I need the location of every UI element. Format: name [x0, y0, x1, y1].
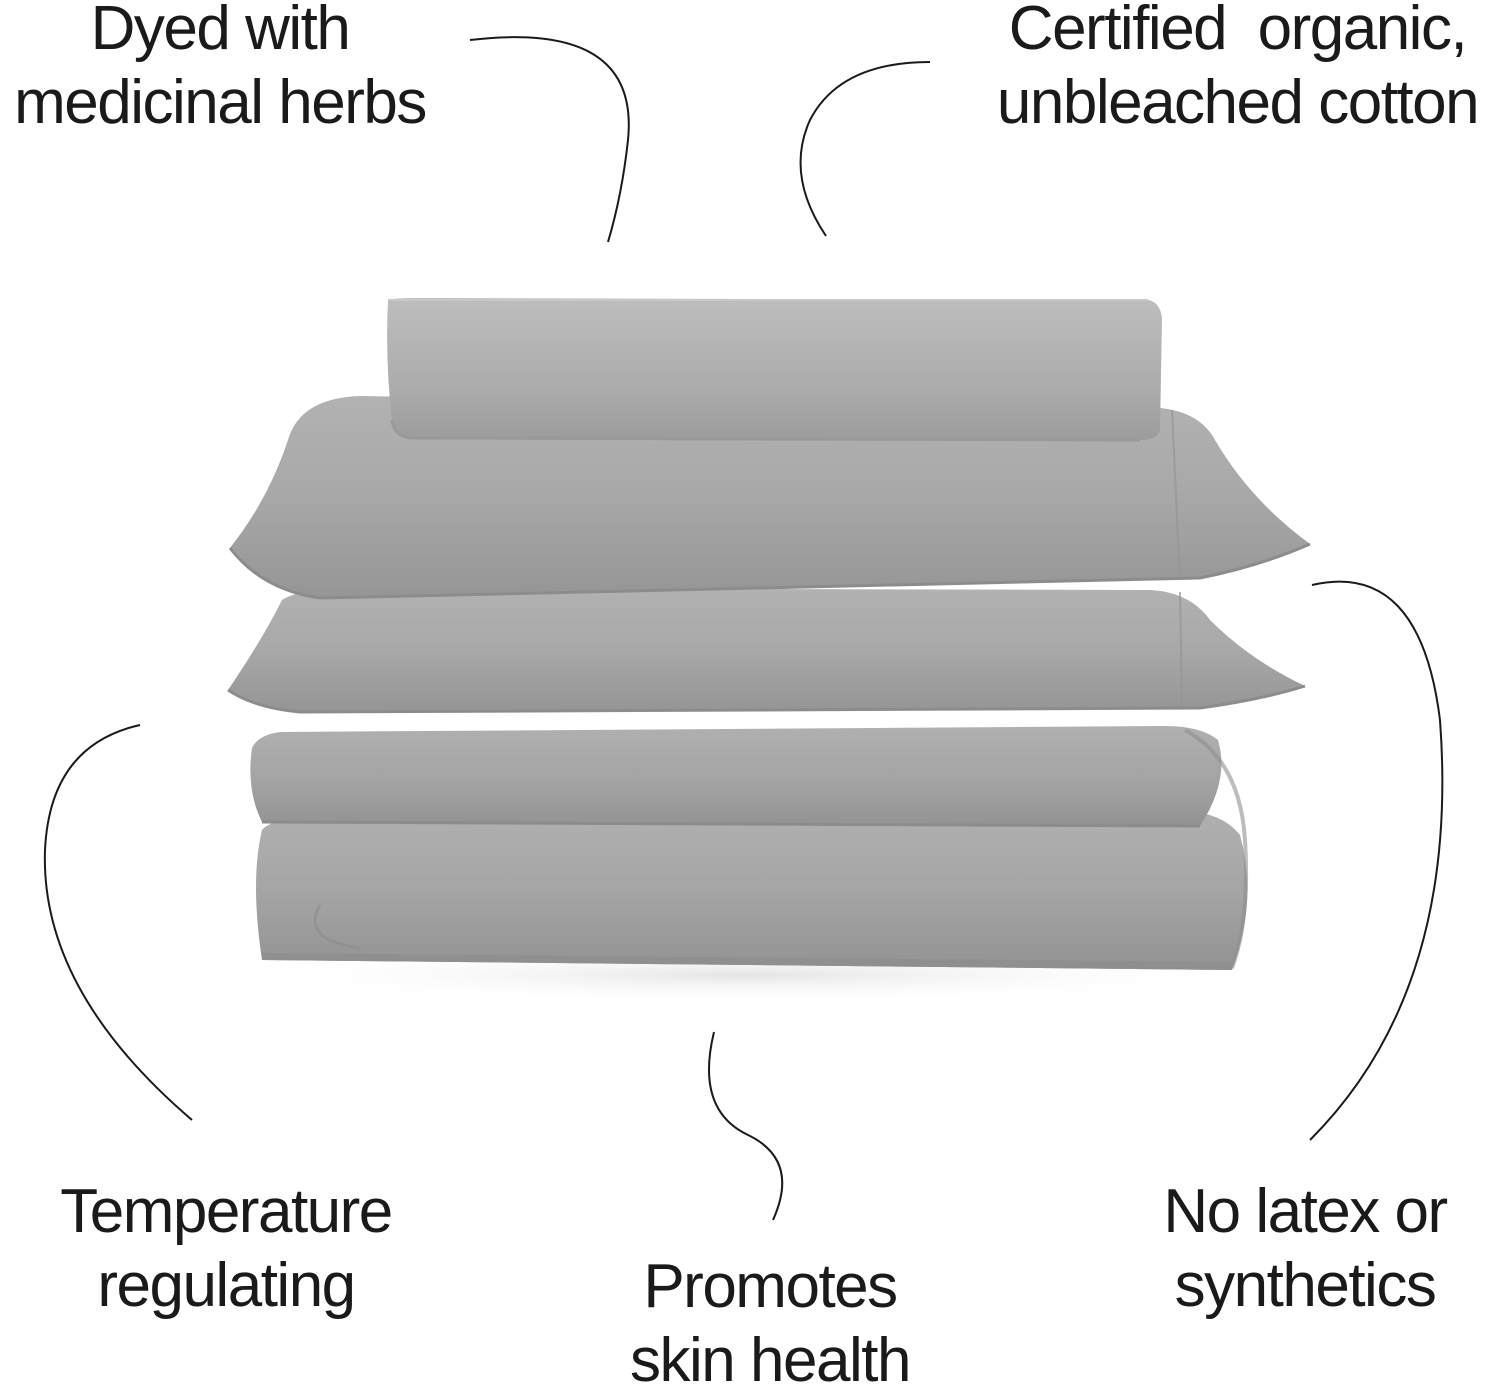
organic-connector-line [799, 61, 931, 237]
callout-temperature-line1: Temperature [60, 1177, 393, 1246]
callout-organic-line2: unbleached cotton [996, 68, 1480, 138]
callout-organic-line1: Certified organic, [1008, 0, 1468, 63]
temperature-connector-line [43, 724, 193, 1121]
latex-connector-line [1309, 580, 1444, 1141]
callout-latex-line1: No latex or [1163, 1177, 1448, 1246]
folded-duvet [250, 725, 1249, 970]
callout-lines [43, 36, 1444, 1221]
lower-pillowcase [227, 588, 1306, 714]
upper-pillowcase [228, 396, 1311, 600]
folded-sheet [387, 298, 1163, 442]
callout-herbs-line1: Dyed with [90, 0, 351, 63]
callout-temperature-line2: regulating [97, 1251, 356, 1321]
skin-connector-line [708, 1031, 784, 1221]
callout-herbs: Dyed with medicinal herbs [0, 0, 440, 141]
callout-organic: Certified organic, unbleached cotton [975, 0, 1500, 141]
herbs-connector-line [469, 36, 630, 243]
callout-temperature: Temperature regulating [40, 1175, 412, 1324]
callout-skin-line1: Promotes [643, 1252, 898, 1321]
callout-herbs-line2: medicinal herbs [14, 68, 427, 138]
callout-skin: Promotes skin health [610, 1250, 930, 1391]
callout-latex-line2: synthetics [1174, 1251, 1437, 1321]
callout-skin-line2: skin health [630, 1326, 911, 1391]
callout-latex: No latex or synthetics [1140, 1175, 1470, 1324]
